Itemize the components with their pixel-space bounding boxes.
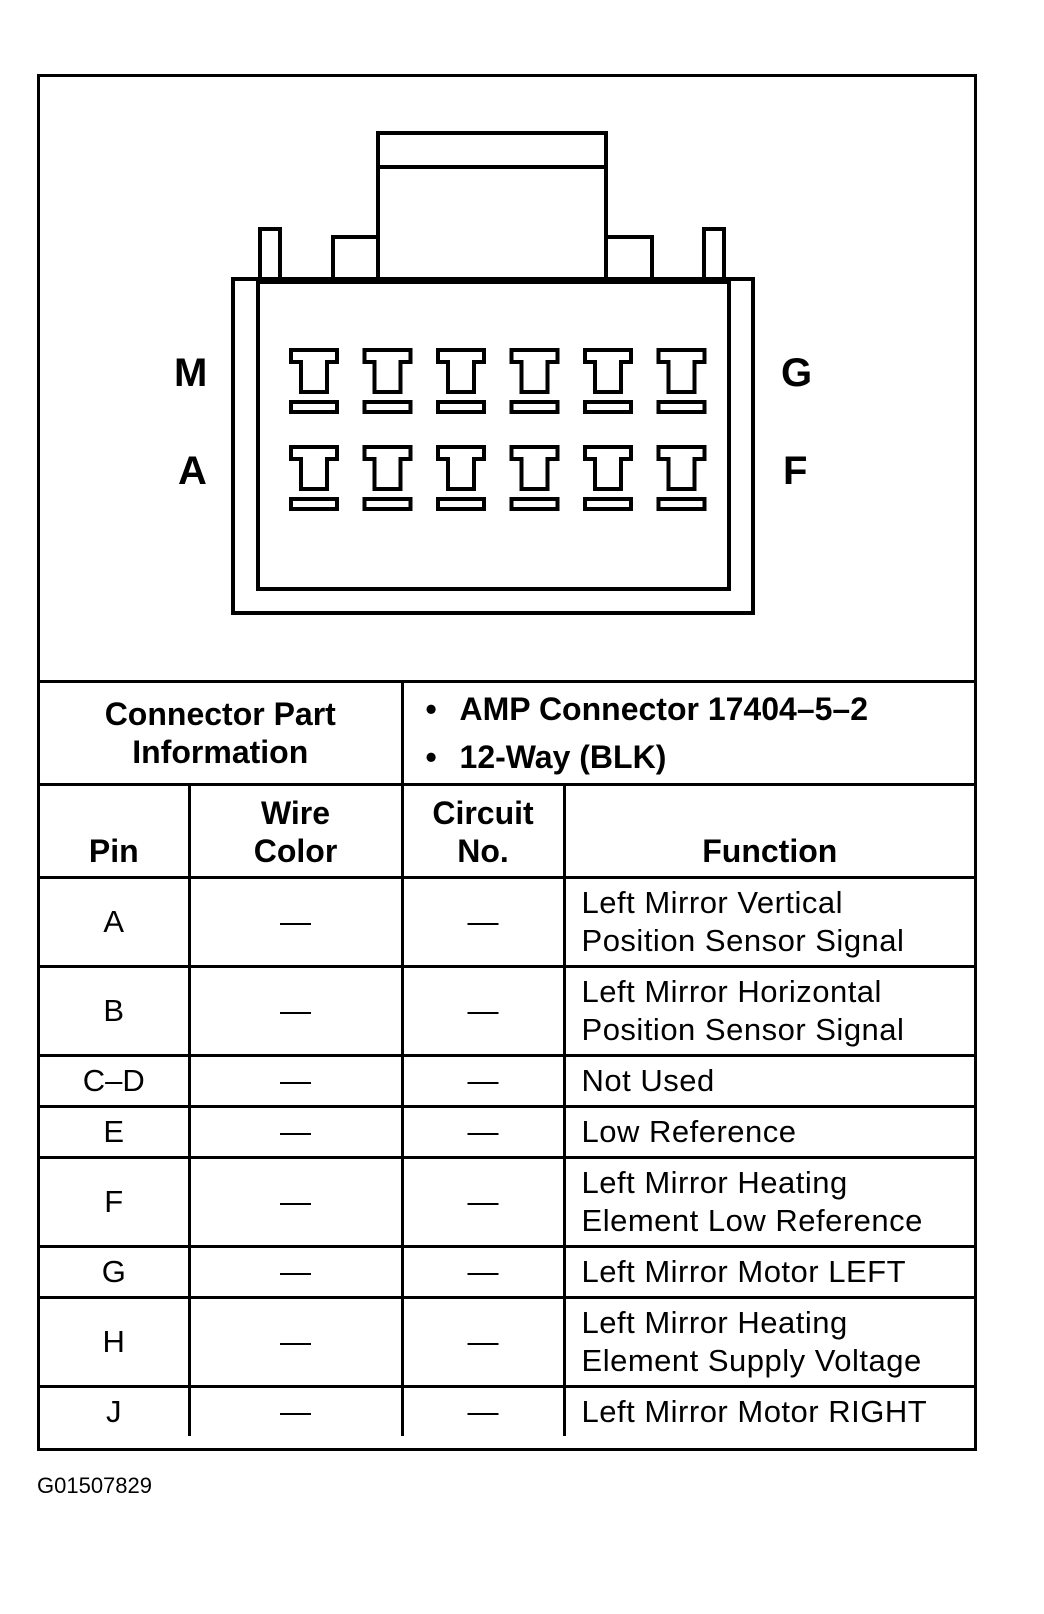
pin-cell: F — [40, 1156, 191, 1248]
function-line: Left Mirror Horizontal — [581, 974, 882, 1009]
function-line: Position Sensor Signal — [581, 923, 905, 958]
terminal-cavity — [509, 348, 560, 414]
pin-cell: B — [40, 965, 191, 1057]
wire-color-cell: — — [187, 1105, 404, 1159]
circuit-no-cell: — — [400, 876, 566, 968]
circuit-no-cell: — — [400, 1054, 566, 1108]
circuit-no-cell: — — [400, 1385, 566, 1436]
connector-body-outer — [231, 277, 755, 615]
left-shoulder — [331, 235, 378, 279]
pin-cell: A — [40, 876, 191, 968]
terminal-cavity — [289, 445, 339, 511]
terminal-cavities — [289, 348, 707, 511]
connector-info-label-line2: Information — [132, 734, 309, 770]
header-pin: Pin — [40, 783, 191, 879]
function-line: Not Used — [581, 1063, 715, 1098]
connector-info-list: AMP Connector 17404–5–2 12-Way (BLK) — [400, 680, 975, 786]
wire-color-cell: — — [187, 1156, 404, 1248]
connector-latch — [376, 131, 608, 281]
terminal-cavity — [289, 348, 339, 414]
connector-body-inner — [256, 280, 731, 591]
connector-figure-frame: M A G F Connector Part Information AMP C… — [37, 74, 977, 1451]
terminal-cavity — [436, 348, 486, 414]
wire-color-cell: — — [187, 1054, 404, 1108]
header-circuit-no: Circuit No. — [400, 783, 566, 879]
pin-label-f: F — [783, 449, 808, 493]
function-line: Left Mirror Motor LEFT — [581, 1254, 907, 1289]
connector-info-row: Connector Part Information AMP Connector… — [40, 680, 975, 786]
right-post — [702, 227, 726, 282]
wire-color-cell: — — [187, 876, 404, 968]
pin-label-a: A — [178, 449, 207, 493]
function-cell: Low Reference — [562, 1105, 975, 1159]
wire-color-cell: — — [187, 1296, 404, 1388]
function-cell: Left Mirror Motor LEFT — [562, 1245, 975, 1299]
pin-label-g: G — [781, 351, 813, 395]
header-function: Function — [562, 783, 975, 879]
wire-color-cell: — — [187, 1385, 404, 1436]
function-cell: Not Used — [562, 1054, 975, 1108]
header-wire-color-line1: Wire — [260, 795, 331, 831]
table-row: E——Low Reference — [40, 1105, 975, 1159]
terminal-cavity — [436, 445, 486, 511]
right-shoulder — [606, 235, 654, 279]
function-line: Left Mirror Heating — [581, 1305, 848, 1340]
terminal-cavity — [656, 445, 707, 511]
circuit-no-cell: — — [400, 1156, 566, 1248]
table-header-row: Pin Wire Color Circuit No. Function — [40, 783, 975, 879]
function-line: Element Supply Voltage — [581, 1343, 922, 1378]
circuit-no-cell: — — [400, 1245, 566, 1299]
wire-color-cell: — — [187, 1245, 404, 1299]
circuit-no-cell: — — [400, 1105, 566, 1159]
function-line: Left Mirror Vertical — [581, 885, 844, 920]
circuit-no-cell: — — [400, 965, 566, 1057]
connector-info-label-line1: Connector Part — [104, 696, 336, 732]
table-row: C–D——Not Used — [40, 1054, 975, 1108]
pin-cell: G — [40, 1245, 191, 1299]
pin-cell: J — [40, 1385, 191, 1436]
header-circuit-line2: No. — [457, 833, 509, 869]
figure-id: G01507829 — [37, 1473, 152, 1498]
pinout-table: Connector Part Information AMP Connector… — [40, 680, 975, 1436]
pin-label-m: M — [174, 351, 208, 395]
connector-face-diagram: M A G F — [40, 77, 974, 680]
function-line: Element Low Reference — [581, 1203, 923, 1238]
function-cell: Left Mirror Motor RIGHT — [562, 1385, 975, 1436]
pin-cell: H — [40, 1296, 191, 1388]
wire-color-cell: — — [187, 965, 404, 1057]
terminal-cavity — [362, 445, 413, 511]
terminal-cavity — [509, 445, 560, 511]
circuit-no-cell: — — [400, 1296, 566, 1388]
pin-cell: C–D — [40, 1054, 191, 1108]
function-line: Low Reference — [581, 1114, 797, 1149]
terminal-cavity — [583, 445, 633, 511]
header-wire-color-line2: Color — [253, 833, 338, 869]
table-row: J——Left Mirror Motor RIGHT — [40, 1385, 975, 1436]
terminal-cavity — [583, 348, 633, 414]
header-circuit-line1: Circuit — [432, 795, 534, 831]
connector-info-item: AMP Connector 17404–5–2 — [426, 685, 975, 733]
function-line: Position Sensor Signal — [581, 1012, 905, 1047]
connector-info-label: Connector Part Information — [40, 680, 404, 786]
left-post — [258, 227, 282, 282]
terminal-cavity — [362, 348, 413, 414]
function-line: Left Mirror Motor RIGHT — [581, 1394, 928, 1429]
connector-drawing — [231, 131, 755, 615]
header-wire-color: Wire Color — [187, 783, 404, 879]
connector-info-item: 12-Way (BLK) — [426, 733, 975, 781]
terminal-cavity — [656, 348, 707, 414]
function-line: Left Mirror Heating — [581, 1165, 848, 1200]
table-row: G——Left Mirror Motor LEFT — [40, 1245, 975, 1299]
pin-cell: E — [40, 1105, 191, 1159]
